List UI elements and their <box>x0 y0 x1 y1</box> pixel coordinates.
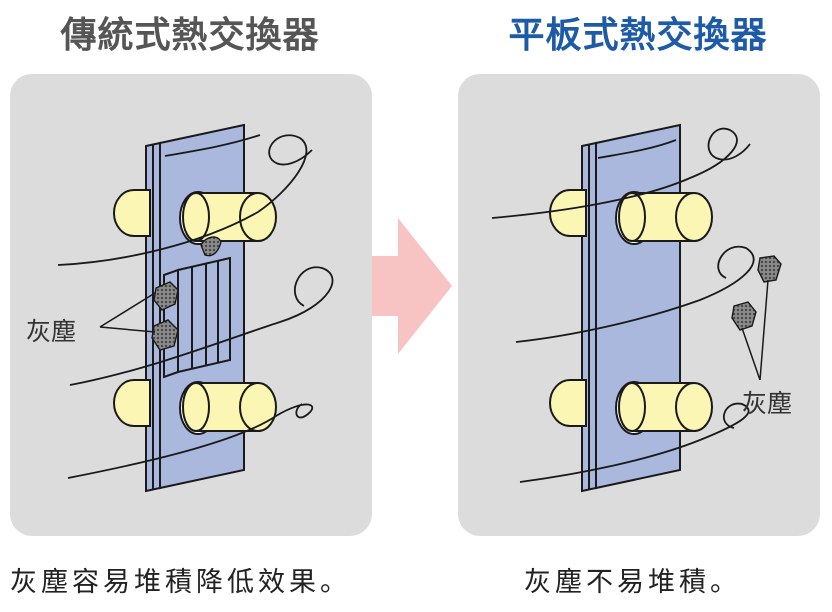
right-dust-particles <box>731 255 782 331</box>
left-tube-top-back <box>113 189 151 237</box>
left-airflow-lines <box>57 134 334 479</box>
plate-heat-exchanger-title: 平板式熱交換器 <box>508 15 768 56</box>
left-dust-label: 灰塵 <box>26 317 76 346</box>
conventional-heat-exchanger-title: 傳統式熱交換器 <box>60 15 320 56</box>
right-dust-label: 灰塵 <box>742 389 792 418</box>
transition-arrow <box>372 218 452 354</box>
left-dust-deposits <box>151 236 222 351</box>
right-tube-bottom-front <box>618 382 713 432</box>
left-tube-bottom-front <box>182 382 277 432</box>
right-dust-pointers <box>741 279 769 381</box>
right-airflow-lines <box>491 127 755 483</box>
right-tube-bottom-back <box>549 379 587 427</box>
left-dust-pointers <box>99 292 156 333</box>
left-louver-fins <box>163 256 231 379</box>
left-tube-top-front <box>182 192 277 242</box>
left-heat-exchanger <box>57 123 334 493</box>
conventional-caption: 灰塵容易堆積降低效果。 <box>10 567 351 598</box>
left-tube-bottom-back <box>113 379 151 427</box>
right-heat-exchanger <box>491 123 782 493</box>
right-tube-top-back <box>549 189 587 237</box>
plate-caption: 灰塵不易堆積。 <box>524 567 741 598</box>
right-tube-top-front <box>618 192 713 242</box>
